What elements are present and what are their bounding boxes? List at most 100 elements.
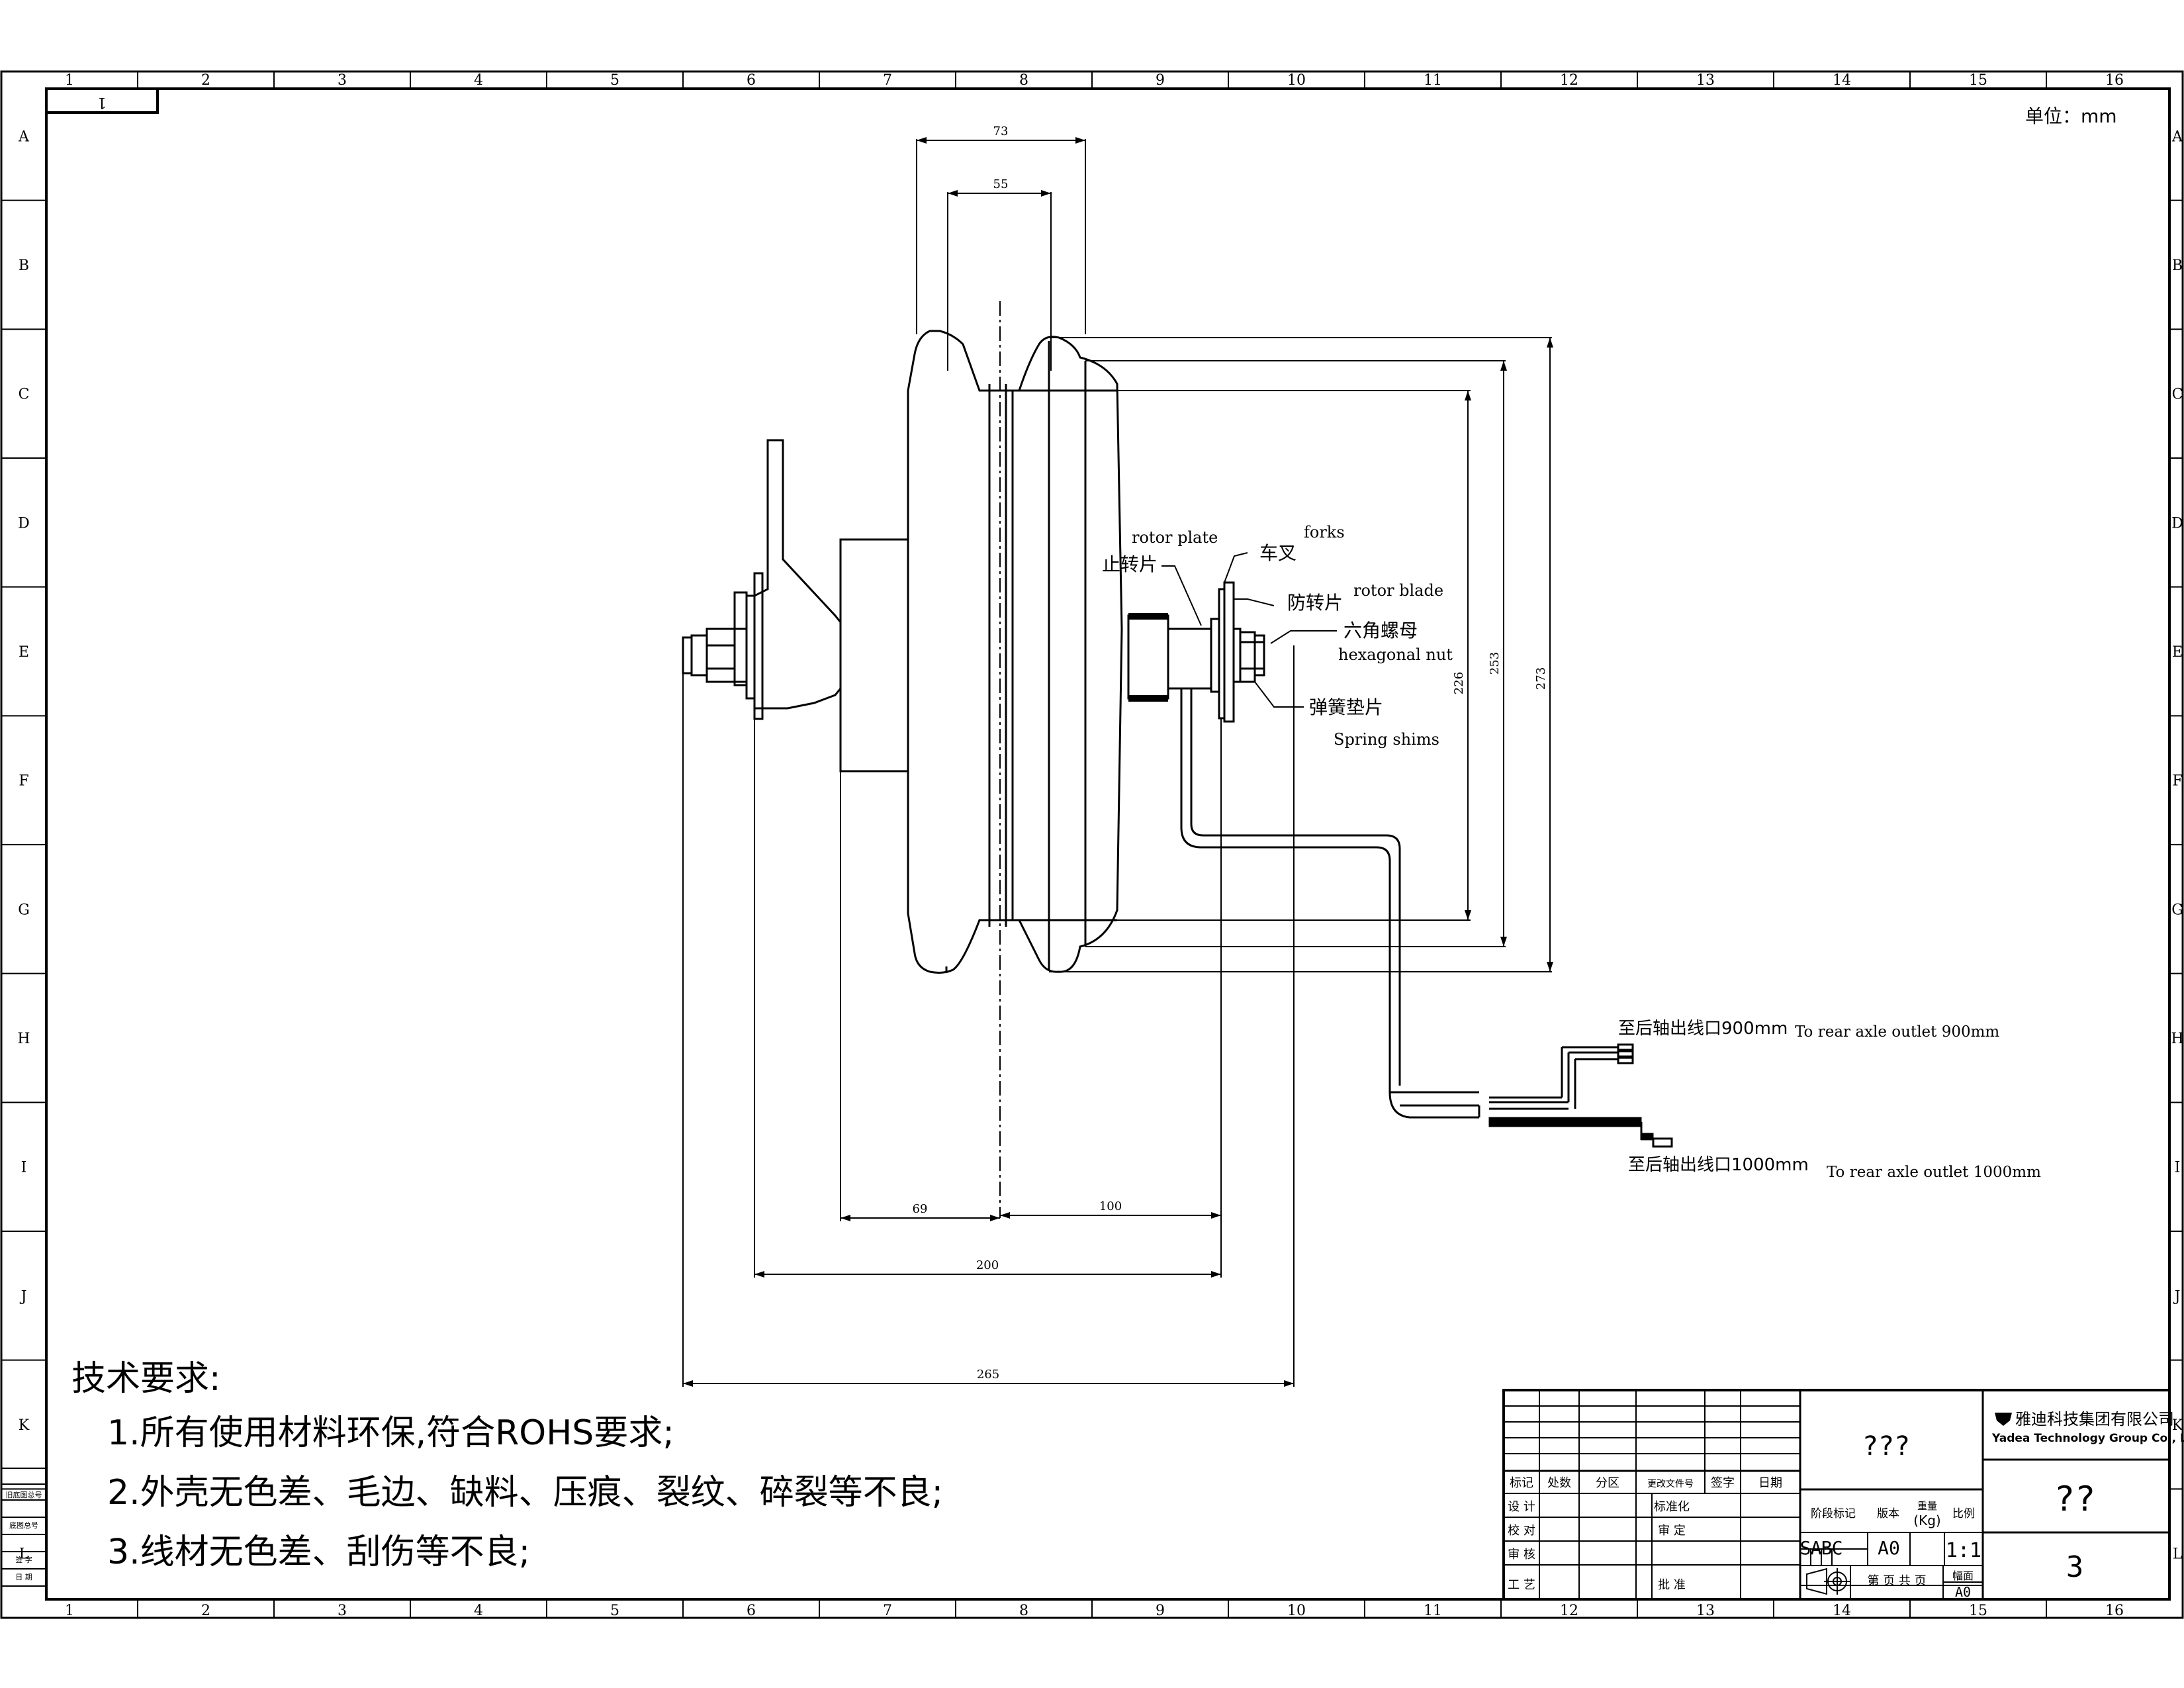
- callout-labels: rotor plate 止转片 forks 车叉 rotor blade 防转片…: [1102, 523, 2041, 1181]
- weight-label: 重量: [1917, 1500, 1937, 1512]
- dimension-arrows: [683, 137, 1553, 1387]
- zone-row-label: D: [18, 515, 30, 532]
- zone-column-label: 10: [1287, 1603, 1306, 1619]
- zone-column-label: 2: [201, 1603, 210, 1619]
- dim-55: 55: [993, 177, 1009, 191]
- zone-row-label: C: [19, 387, 30, 403]
- dim-100: 100: [1099, 1199, 1122, 1213]
- tech-requirements-title: 技术要求:: [71, 1359, 221, 1399]
- page-text: 第 页 共 页: [1867, 1574, 1926, 1588]
- motor-hub-outline: [682, 330, 1480, 1119]
- weight-unit: (Kg): [1913, 1513, 1940, 1528]
- dim-273: 273: [1534, 667, 1548, 690]
- zone-column-label: 3: [338, 1603, 347, 1619]
- stage-value: C: [1832, 1537, 1843, 1559]
- zone-column-label: 4: [474, 1603, 483, 1619]
- dim-253: 253: [1488, 652, 1502, 675]
- outlet-900-label-en: To rear axle outlet 900mm: [1795, 1023, 1999, 1041]
- zone-row-label: F: [19, 773, 28, 790]
- stamp-label: 日 期: [15, 1573, 32, 1581]
- rotor-blade-label-cn: 防转片: [1287, 592, 1343, 614]
- zone-column-label: 7: [883, 1603, 892, 1619]
- tech-requirement-item: 3.线材无色差、刮伤等不良;: [107, 1532, 530, 1572]
- outlet-1000-label-en: To rear axle outlet 1000mm: [1827, 1164, 2041, 1181]
- zone-column-label: 12: [1560, 72, 1578, 89]
- role-label: 审 核: [1508, 1548, 1535, 1562]
- zone-row-label: F: [2172, 773, 2182, 790]
- scale-label: 比例: [1952, 1507, 1975, 1521]
- zone-row-label: H: [2171, 1031, 2183, 1047]
- company-logo-icon: [1995, 1413, 2012, 1426]
- hex-nut-label-en: hexagonal nut: [1338, 645, 1453, 664]
- rev-header: 日期: [1758, 1476, 1782, 1490]
- left-stamp-strip: [1, 1468, 46, 1587]
- technical-requirements: 技术要求: 1.所有使用材料环保,符合ROHS要求; 2.外壳无色差、毛边、缺料…: [71, 1359, 943, 1572]
- zone-row-label: D: [2171, 515, 2183, 532]
- zone-column-label: 8: [1019, 1603, 1028, 1619]
- zone-column-label: 15: [1969, 72, 1987, 89]
- title-block-text: 标记 处数 分区 更改文件号 签字 日期 设 计 校 对 审 核 工 艺 标准化…: [1508, 1410, 2184, 1600]
- zone-column-label: 1: [65, 1603, 74, 1619]
- rotor-plate-label-cn: 止转片: [1102, 553, 1158, 575]
- projection-symbol-icon: [1806, 1568, 1850, 1595]
- stage-value: A0: [1878, 1537, 1900, 1559]
- std-label: 审 定: [1658, 1524, 1686, 1538]
- zone-row-label: G: [18, 902, 30, 918]
- left-stamp-labels: 旧底图总号 底图总号 签 字 日 期: [6, 1490, 42, 1581]
- spring-shims-label-en: Spring shims: [1334, 730, 1439, 749]
- stage-value: B: [1821, 1537, 1833, 1559]
- zone-row-label: K: [2172, 1417, 2183, 1434]
- zone-row-label: C: [2172, 387, 2183, 403]
- format-label: 幅面: [1952, 1570, 1974, 1582]
- zone-column-label: 3: [338, 72, 347, 89]
- zone-row-label: H: [17, 1031, 30, 1047]
- format-value: A0: [1955, 1584, 1971, 1600]
- zone-column-label: 6: [747, 1603, 756, 1619]
- rev-header: 更改文件号: [1647, 1479, 1694, 1489]
- zone-row-label: I: [2175, 1160, 2181, 1176]
- sheet-number: 3: [2066, 1550, 2084, 1584]
- stage-value: S: [1800, 1537, 1811, 1559]
- zone-column-label: 4: [474, 72, 483, 89]
- outlet-1000-label-cn: 至后轴出线口1000mm: [1628, 1155, 1809, 1175]
- sleeve-hatch: [1128, 613, 1168, 702]
- zone-row-label: L: [2173, 1546, 2183, 1563]
- dim-69: 69: [913, 1202, 928, 1216]
- callout-leaders: [1161, 552, 1337, 708]
- zone-column-label: 16: [2105, 72, 2124, 89]
- zone-column-label: 14: [1833, 1603, 1851, 1619]
- zone-column-label: 15: [1969, 1603, 1987, 1619]
- scale-value: 1:1: [1946, 1539, 1981, 1562]
- zone-column-label: 6: [747, 72, 756, 89]
- rotor-blade-label-en: rotor blade: [1353, 581, 1443, 600]
- forks-label-en: forks: [1304, 523, 1345, 541]
- zone-column-label: 9: [1156, 1603, 1165, 1619]
- company-name-cn: 雅迪科技集团有限公司: [2015, 1410, 2174, 1429]
- zone-column-label: 12: [1560, 1603, 1578, 1619]
- zone-column-label: 11: [1424, 72, 1442, 89]
- sheet-tab-number: 1: [97, 94, 107, 111]
- zone-column-label: 7: [883, 72, 892, 89]
- tech-requirement-item: 1.所有使用材料环保,符合ROHS要求;: [107, 1413, 674, 1453]
- rev-header: 标记: [1510, 1476, 1533, 1490]
- zone-row-label: E: [2172, 644, 2183, 661]
- stamp-label: 旧底图总号: [6, 1490, 42, 1499]
- tech-requirement-item: 2.外壳无色差、毛边、缺料、压痕、裂纹、碎裂等不良;: [107, 1473, 943, 1513]
- zone-column-label: 13: [1696, 1603, 1715, 1619]
- zone-row-label: B: [19, 258, 29, 274]
- title-block-grid: [1502, 1389, 2171, 1601]
- stamp-label: 签 字: [15, 1555, 32, 1564]
- zone-column-label: 11: [1424, 1603, 1442, 1619]
- zone-row-label: I: [21, 1160, 27, 1176]
- zone-column-label: 16: [2105, 1603, 2124, 1619]
- zone-row-label: A: [2171, 128, 2183, 145]
- unit-label: 单位：mm: [2025, 105, 2117, 127]
- std-label: 批 准: [1658, 1578, 1686, 1592]
- zone-column-label: 8: [1019, 72, 1028, 89]
- zone-row-label: E: [19, 644, 29, 661]
- stamp-label: 底图总号: [9, 1521, 38, 1530]
- role-label: 设 计: [1508, 1500, 1535, 1514]
- power-lead: [1488, 1117, 1673, 1148]
- zone-row-label: J: [2173, 1288, 2181, 1305]
